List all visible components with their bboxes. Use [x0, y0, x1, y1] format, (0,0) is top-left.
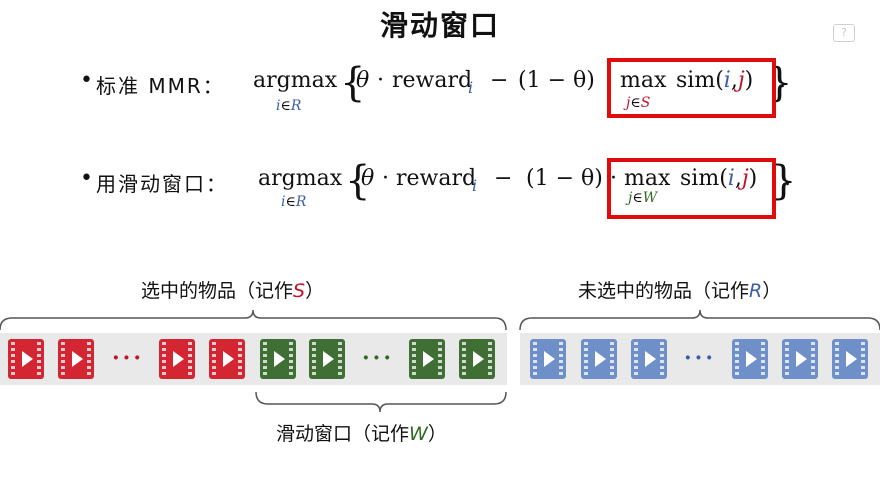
sim-function: sim(i,j) [680, 166, 758, 191]
minus-sign: − [490, 68, 509, 93]
ellipsis: ··· [684, 345, 716, 371]
reward-subscript: i [472, 176, 478, 195]
open-brace: { [345, 158, 371, 204]
selected-items-label: 选中的物品（记作S） [141, 280, 325, 302]
reward-term: reward [392, 68, 473, 93]
highlight-box-max-sim [607, 58, 776, 118]
video-clip-icon [309, 339, 345, 379]
video-clip-icon [832, 339, 868, 379]
bullet: • [80, 166, 93, 191]
sim-function: sim(i,j) [676, 68, 754, 93]
video-clip-icon [159, 339, 195, 379]
coefficient: (1 − θ) [526, 166, 603, 191]
video-clip-icon [409, 339, 445, 379]
formula-sliding-window: • 用滑动窗口： argmax i∈R { θ · reward i − (1 … [0, 158, 880, 236]
help-icon[interactable]: ? [833, 24, 855, 42]
theta: θ [361, 166, 375, 191]
coefficient: (1 − θ) [518, 68, 595, 93]
reward-term: reward [396, 166, 477, 191]
argmax-operator: argmax [253, 68, 338, 93]
max-subscript: j∈S [626, 95, 651, 111]
bullet: • [80, 68, 93, 93]
video-clip-icon [732, 339, 768, 379]
unselected-items-label: 未选中的物品（记作R） [578, 280, 782, 302]
ellipsis: ··· [362, 345, 394, 371]
dot: · [377, 68, 384, 93]
max-subscript: j∈W [628, 190, 658, 206]
video-clip-icon [8, 339, 44, 379]
video-clip-icon [782, 339, 818, 379]
formula-label: 标准 MMR： [96, 74, 225, 98]
theta: θ [356, 68, 370, 93]
highlight-box-window-max-sim [607, 158, 776, 219]
selected-top-brace [0, 309, 507, 331]
video-clip-icon [260, 339, 296, 379]
period: . [779, 68, 786, 93]
video-clip-icon [459, 339, 495, 379]
max-operator: max [624, 166, 671, 191]
page-title: 滑动窗口 [379, 9, 500, 42]
ellipsis: ··· [112, 345, 144, 371]
unselected-items-strip [520, 333, 880, 385]
video-clip-icon [530, 339, 566, 379]
formula-standard-mmr: • 标准 MMR： argmax i∈R { θ · reward i − (1… [0, 60, 880, 138]
video-clip-icon [631, 339, 667, 379]
argmax-operator: argmax [258, 166, 343, 191]
sliding-window-label: 滑动窗口（记作W） [276, 423, 447, 445]
close-brace: } [767, 60, 793, 106]
max-operator: max [620, 68, 667, 93]
period: . [784, 166, 791, 191]
unselected-top-brace [519, 309, 880, 331]
minus-sign: − [494, 166, 513, 191]
dot: · [382, 166, 389, 191]
video-clip-icon [581, 339, 617, 379]
window-bottom-brace [255, 391, 507, 413]
reward-subscript: i [468, 78, 474, 97]
argmax-subscript: i∈R [276, 98, 302, 114]
video-clip-icon [58, 339, 94, 379]
open-brace: { [340, 60, 366, 106]
video-clip-icon [209, 339, 245, 379]
dot: · [610, 166, 617, 191]
argmax-subscript: i∈R [281, 194, 307, 210]
formula-label: 用滑动窗口： [96, 172, 228, 196]
